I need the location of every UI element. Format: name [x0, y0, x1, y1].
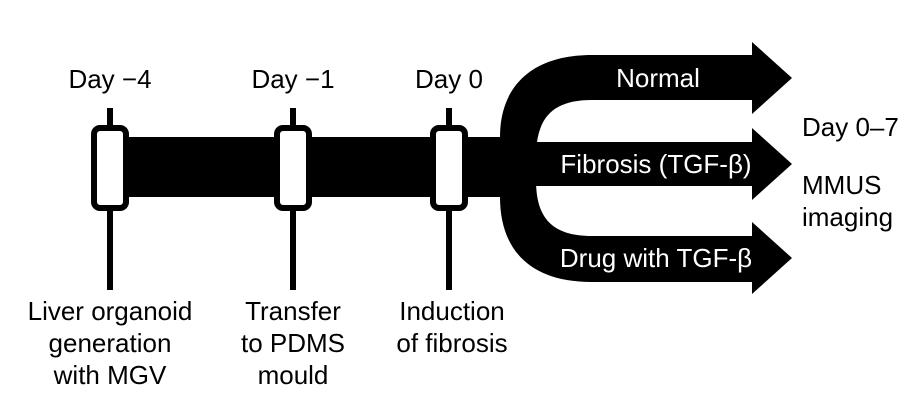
step-text-day-minus-4-line-2: generation [49, 328, 172, 358]
readout-method-line-2: imaging [802, 202, 893, 232]
step-text-day-minus-1-line-2: to PDMS [241, 328, 345, 358]
step-text-day-minus-4-line-3: with MGV [53, 360, 167, 390]
day-label-0: Day 0 [415, 64, 483, 94]
step-text-day-minus-4-line-1: Liver organoid [28, 296, 193, 326]
branch-label-normal: Normal [616, 63, 700, 93]
marker-day-minus-1 [274, 125, 312, 211]
step-text-day-0-line-1: Induction [399, 296, 505, 326]
branch-fork-stem [500, 137, 536, 197]
branch-fork-lower [500, 180, 592, 282]
arrow-normal [590, 42, 792, 114]
step-text-day-0-line-2: of fibrosis [396, 328, 507, 358]
arrow-fibrosis [536, 128, 792, 200]
step-text-day-minus-1-line-3: mould [258, 360, 329, 390]
branch-label-fibrosis: Fibrosis (TGF-β) [560, 149, 751, 179]
readout-day-range: Day 0–7 [802, 112, 899, 142]
marker-day-minus-4 [91, 125, 129, 211]
day-label-minus-4: Day −4 [68, 64, 151, 94]
readout-method-line-1: MMUS [802, 170, 881, 200]
step-text-day-minus-1-line-1: Transfer [245, 296, 341, 326]
day-label-minus-1: Day −1 [251, 64, 334, 94]
arrow-drug [590, 222, 792, 294]
marker-day-0 [430, 125, 468, 211]
branch-label-drug: Drug with TGF-β [560, 243, 752, 273]
